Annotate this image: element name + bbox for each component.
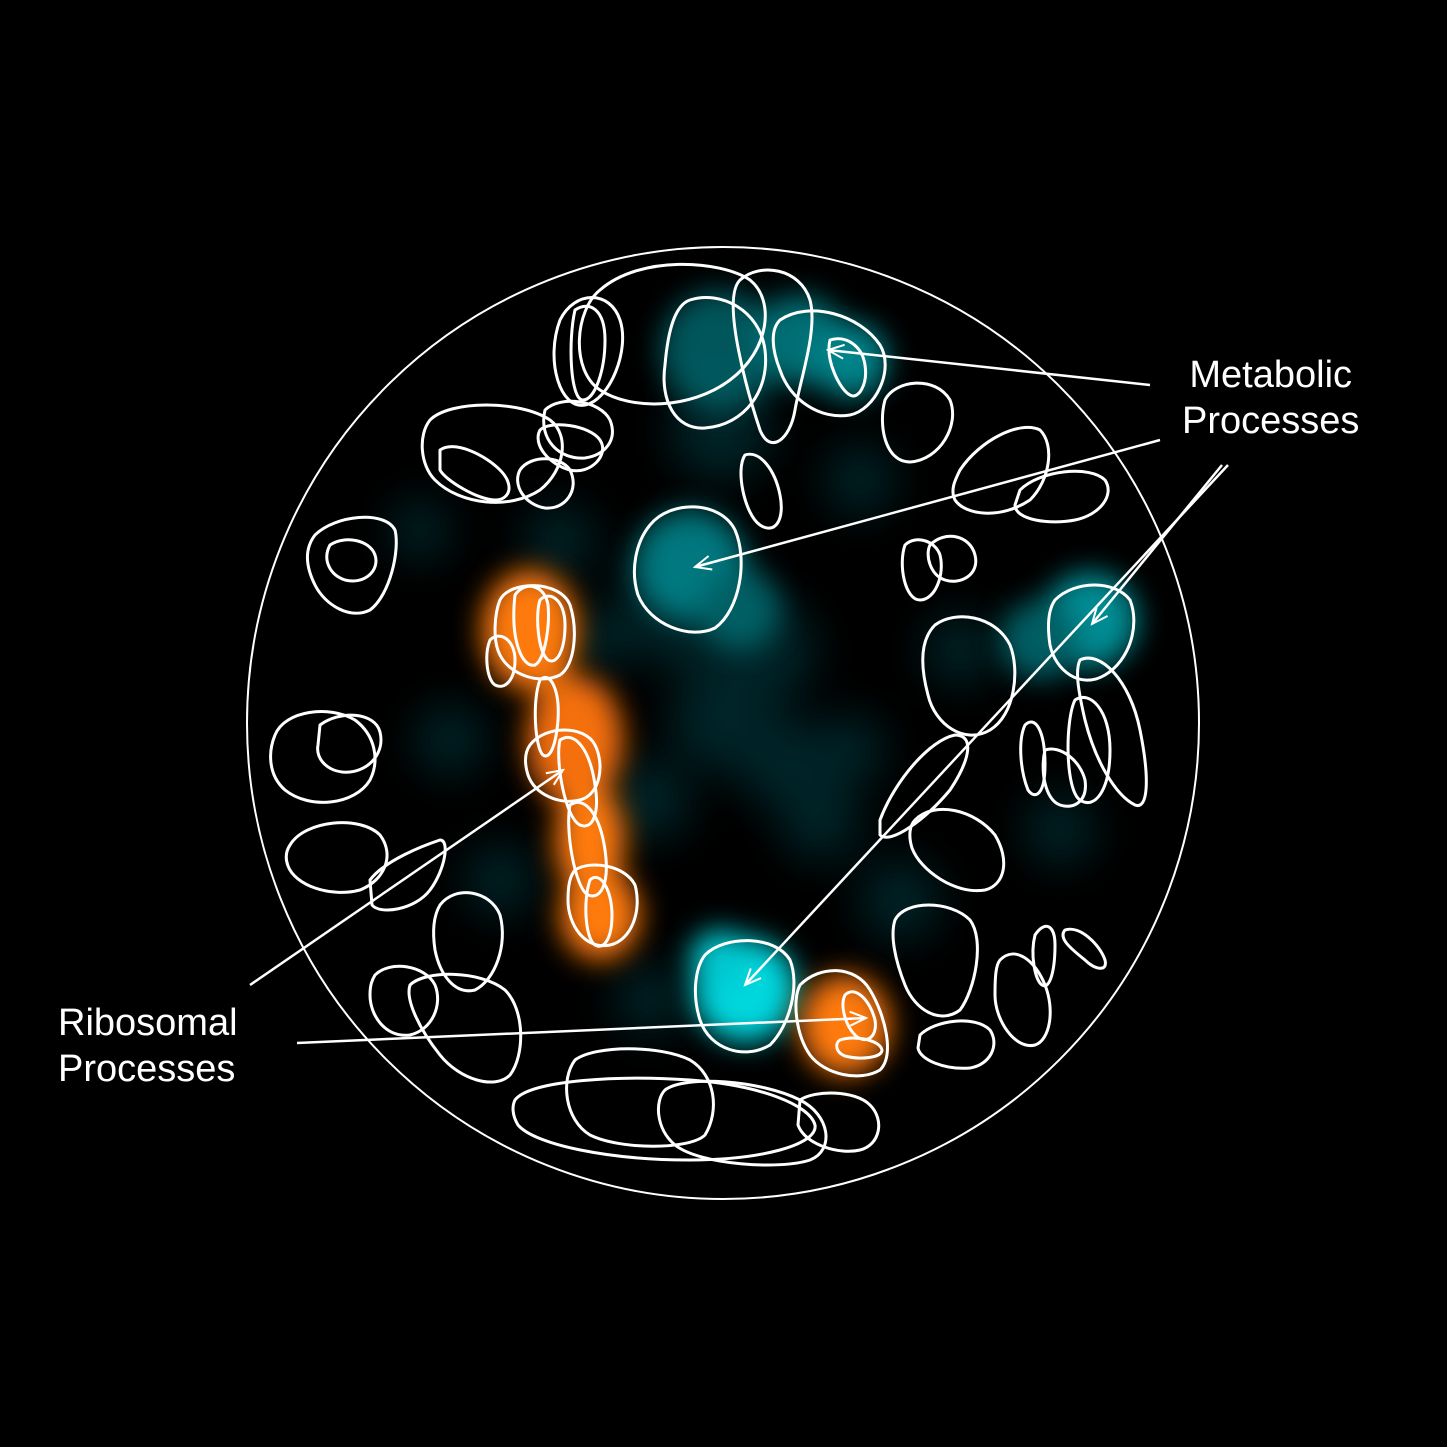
ribosomal-node-bottom <box>794 969 889 1078</box>
ribosomal-callout-bottom <box>296 1018 866 1045</box>
ribosomal-label-line1: Ribosomal <box>58 1002 238 1044</box>
metabolic-callout-top <box>828 350 1151 387</box>
metabolic-callout-right <box>1092 464 1223 624</box>
metabolic-processes-label: Metabolic Processes <box>1182 352 1359 444</box>
metabolic-callout-bottom <box>745 464 1229 985</box>
metabolic-cluster-bottom <box>690 930 797 1042</box>
boundary-circle <box>246 246 1200 1200</box>
ribosomal-processes-label: Ribosomal Processes <box>58 1000 238 1092</box>
node-outlines <box>269 262 1148 1167</box>
metabolic-cluster-center <box>635 510 780 650</box>
metabolic-node-bottom <box>694 939 796 1054</box>
callout-lines <box>249 350 1229 1045</box>
ribosomal-label-line2: Processes <box>58 1048 236 1090</box>
ribosomal-cluster-bottom <box>800 975 890 1075</box>
metabolic-label-line2: Processes <box>1182 400 1360 442</box>
metabolic-cluster-top <box>660 290 888 410</box>
metabolic-label-line1: Metabolic <box>1189 354 1353 396</box>
background-haze <box>390 380 1095 1035</box>
ribosomal-callout-left <box>249 770 563 987</box>
metabolic-node-center <box>632 505 743 634</box>
metabolic-callout-center <box>695 438 1161 567</box>
